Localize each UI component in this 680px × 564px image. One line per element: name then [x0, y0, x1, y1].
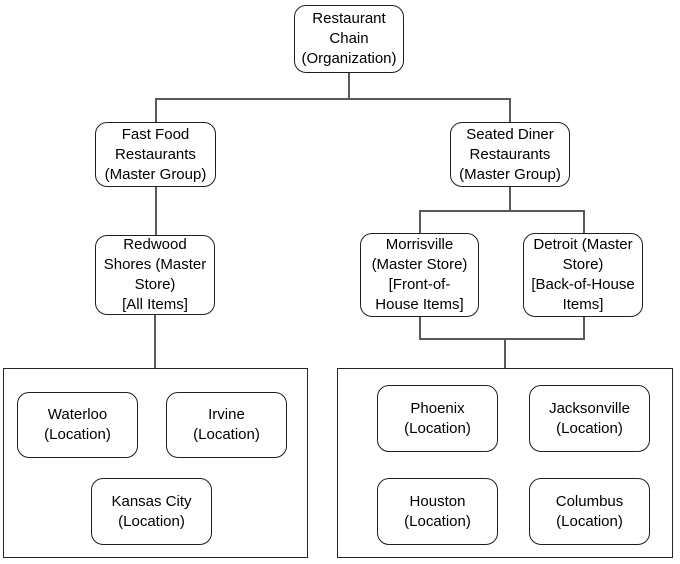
connector-to-seated-diner: [509, 98, 511, 122]
node-seated-diner-master-group: Seated Diner Restaurants (Master Group): [450, 122, 570, 187]
connector-to-morrisville: [419, 210, 421, 233]
node-redwood-shores-master-store: Redwood Shores (Master Store) [All Items…: [95, 235, 215, 315]
node-morrisville-master-store-label: Morrisville (Master Store) [Front-of- Ho…: [371, 236, 468, 313]
connector-to-fast-food: [155, 98, 157, 122]
connector-fast-food-to-redwood: [155, 187, 157, 235]
connector-level1-horizontal: [155, 98, 511, 100]
node-detroit-master-store: Detroit (Master Store) [Back-of-House It…: [523, 233, 643, 317]
node-kansas-city-location-label: Kansas City (Location): [111, 492, 192, 530]
node-morrisville-master-store: Morrisville (Master Store) [Front-of- Ho…: [360, 233, 479, 317]
node-irvine-location-label: Irvine (Location): [193, 406, 260, 443]
node-seated-diner-master-group-label: Seated Diner Restaurants (Master Group): [459, 125, 561, 183]
connector-root-stub: [348, 73, 350, 99]
connector-seated-diner-stub: [509, 187, 511, 211]
connector-to-right-container: [504, 338, 506, 369]
node-phoenix-location-label: Phoenix (Location): [404, 399, 471, 437]
node-phoenix-location: Phoenix (Location): [377, 385, 498, 452]
connector-to-detroit: [583, 210, 585, 233]
node-houston-location-label: Houston (Location): [404, 492, 471, 530]
node-columbus-location-label: Columbus (Location): [555, 492, 624, 530]
node-jacksonville-location: Jacksonville (Location): [529, 385, 650, 452]
node-kansas-city-location: Kansas City (Location): [91, 478, 212, 545]
node-fast-food-master-group: Fast Food Restaurants (Master Group): [95, 122, 216, 187]
node-waterloo-location-label: Waterloo (Location): [44, 406, 111, 443]
node-irvine-location: Irvine (Location): [166, 392, 287, 458]
node-redwood-shores-master-store-label: Redwood Shores (Master Store) [All Items…: [103, 236, 207, 313]
connector-morrisville-stub: [419, 317, 421, 339]
connector-detroit-stub: [583, 317, 585, 339]
node-columbus-location: Columbus (Location): [529, 478, 650, 545]
node-fast-food-master-group-label: Fast Food Restaurants (Master Group): [104, 125, 207, 183]
connector-level3-horizontal: [419, 338, 585, 340]
node-houston-location: Houston (Location): [377, 478, 498, 545]
node-detroit-master-store-label: Detroit (Master Store) [Back-of-House It…: [531, 236, 635, 313]
node-waterloo-location: Waterloo (Location): [17, 392, 138, 458]
connector-level2-horizontal: [419, 210, 585, 212]
node-restaurant-chain: Restaurant Chain (Organization): [294, 5, 404, 73]
connector-redwood-to-left-container: [154, 315, 156, 368]
node-restaurant-chain-label: Restaurant Chain (Organization): [301, 10, 397, 67]
node-jacksonville-location-label: Jacksonville (Location): [549, 399, 630, 437]
